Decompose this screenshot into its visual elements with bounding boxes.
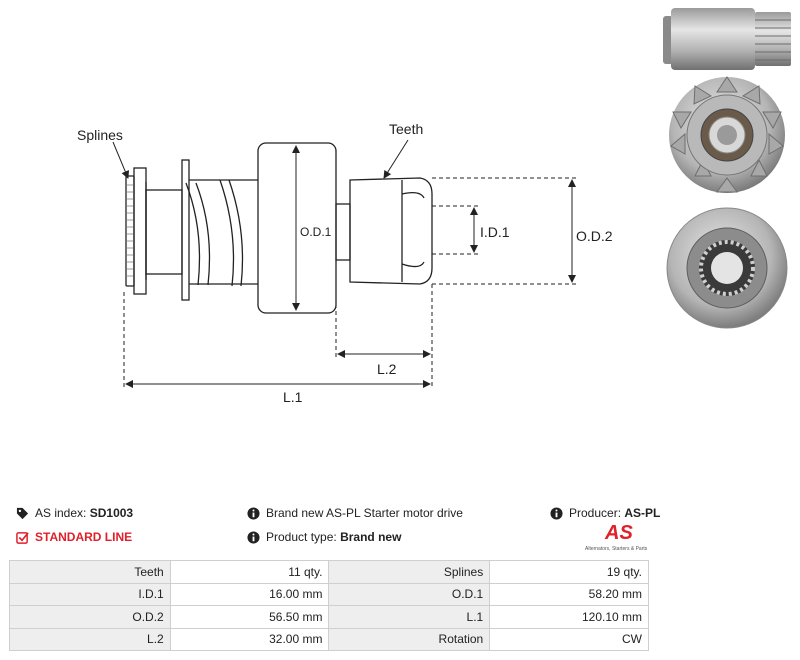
as-index-value: SD1003 [89, 506, 134, 520]
info-icon [247, 530, 260, 544]
spec-label: I.D.1 [9, 582, 171, 606]
product-type-value: Brand new [340, 530, 402, 544]
spec-value: 58.20 mm [489, 582, 649, 606]
spline-hatch [127, 184, 133, 277]
rear-splines-photo [666, 207, 788, 329]
side-view-photo [663, 8, 791, 70]
logo-text: AS [605, 522, 633, 544]
l1-label: L.1 [283, 389, 303, 405]
od1-label: O.D.1 [300, 225, 332, 239]
spec-value: 120.10 mm [489, 605, 649, 629]
checkbox-icon [16, 531, 29, 544]
spec-value: CW [489, 627, 649, 651]
table-row: O.D.2 56.50 mm L.1 120.10 mm [9, 605, 649, 629]
splines-leader [112, 141, 129, 179]
as-index: AS index: SD1003 [16, 503, 133, 523]
product-type: Product type: Brand new [247, 527, 401, 547]
spec-label: L.2 [9, 627, 171, 651]
teeth-label: Teeth [389, 121, 423, 137]
spec-value: 19 qty. [489, 560, 649, 584]
spec-label: Rotation [328, 627, 491, 651]
table-row: Teeth 11 qty. Splines 19 qty. [9, 560, 649, 584]
spec-value: 32.00 mm [169, 627, 330, 651]
info-icon [247, 506, 260, 520]
producer-label: Producer: [569, 506, 622, 520]
description: Brand new AS-PL Starter motor drive [247, 503, 463, 523]
as-pl-logo: AS Alternators, Starters & Parts [585, 522, 650, 554]
product-info: AS index: SD1003 Brand new AS-PL Starter… [0, 500, 800, 560]
logo-tagline: Alternators, Starters & Parts [585, 546, 648, 552]
table-row: I.D.1 16.00 mm O.D.1 58.20 mm [9, 582, 649, 606]
front-gear-photo [669, 76, 785, 193]
spec-value: 11 qty. [169, 560, 330, 584]
as-index-label: AS index: [35, 506, 87, 520]
product-type-label: Product type: [266, 530, 337, 544]
info-icon [550, 506, 563, 520]
od2-label: O.D.2 [576, 228, 613, 244]
tag-icon [16, 507, 29, 519]
spec-value: 56.50 mm [169, 605, 330, 629]
spec-table: Teeth 11 qty. Splines 19 qty. I.D.1 16.0… [9, 560, 649, 651]
id1-label: I.D.1 [480, 224, 510, 240]
teeth-leader [383, 139, 409, 179]
l2-label: L.2 [377, 361, 397, 377]
technical-drawing: Splines Teeth O.D.1 I.D.1 O.D.2 L.2 L.1 [77, 121, 613, 405]
drive-outline [125, 142, 433, 314]
table-row: L.2 32.00 mm Rotation CW [9, 627, 649, 651]
producer-value: AS-PL [624, 506, 661, 520]
spec-label: O.D.2 [9, 605, 171, 629]
description-text: Brand new AS-PL Starter motor drive [266, 506, 463, 520]
standard-line-text: STANDARD LINE [35, 530, 133, 544]
spec-label: O.D.1 [328, 582, 491, 606]
standard-line-badge: STANDARD LINE [16, 527, 132, 547]
producer: Producer: AS-PL [550, 503, 660, 523]
splines-label: Splines [77, 127, 123, 143]
spec-label: Teeth [9, 560, 171, 584]
spec-label: Splines [328, 560, 491, 584]
spec-label: L.1 [328, 605, 491, 629]
spec-value: 16.00 mm [169, 582, 330, 606]
product-photos [663, 8, 791, 329]
